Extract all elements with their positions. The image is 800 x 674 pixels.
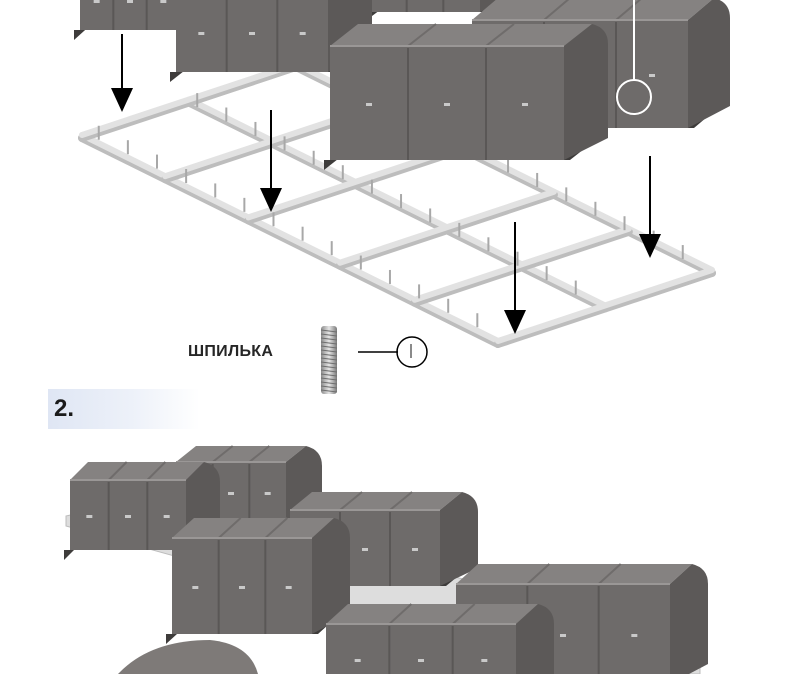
block-bolt-hole (522, 103, 528, 106)
block-bolt-hole (299, 32, 306, 35)
frame-cross-bar (336, 188, 557, 266)
block-groove (485, 23, 515, 47)
block-groove (526, 563, 551, 585)
gravel-patch (118, 640, 258, 674)
frame-cross-bar (495, 267, 715, 344)
block-bolt-hole (163, 515, 170, 518)
block-bolt-hole (249, 32, 255, 35)
stud-label: ШПИЛЬКА (188, 343, 274, 360)
block-groove (264, 517, 289, 539)
block-groove (451, 603, 476, 625)
block-end-cap (312, 518, 350, 634)
down-arrow-icon (111, 34, 133, 112)
block-front-face (326, 624, 516, 674)
block-bolt-hole (481, 659, 488, 662)
frame-cross-bar (411, 225, 632, 303)
block-top-face (456, 564, 692, 584)
down-arrow-icon (639, 156, 661, 258)
block-groove (248, 445, 270, 463)
block-end-cap (440, 492, 478, 586)
threaded-stud-icon (320, 326, 338, 394)
arrows (111, 34, 661, 334)
block-bolt-hole (160, 0, 167, 3)
block-bottom-front (326, 603, 554, 674)
block-groove (339, 491, 363, 511)
block-bolt-hole (412, 548, 418, 551)
down-arrow-icon (504, 222, 526, 334)
stud-callout (320, 326, 428, 394)
block-bolt-hole (362, 548, 368, 551)
block-top-face (176, 446, 306, 462)
block-groove (146, 461, 167, 481)
block-bolt-hole (354, 659, 361, 662)
block-bolt-hole (93, 0, 100, 3)
block-top-face (70, 462, 204, 480)
block-bolt-hole (366, 103, 372, 106)
block-bolt-hole (444, 103, 450, 106)
block-end-cap (670, 564, 708, 674)
block-groove (615, 0, 642, 21)
down-arrow-icon (260, 110, 282, 212)
block-bolt-hole (239, 586, 245, 589)
block-groove (597, 563, 622, 585)
block-bolt-hole (198, 32, 205, 35)
block-groove (389, 491, 413, 511)
block-bolt-hole (127, 0, 133, 3)
block-end-cap (564, 24, 608, 160)
block-end-cap (516, 604, 554, 674)
frame-longitudinal-bar (186, 96, 608, 309)
block-bottom-front-left (166, 517, 350, 644)
block-bolt-hole (264, 492, 271, 495)
block-groove (217, 517, 242, 539)
frame-cross-bar (79, 61, 299, 138)
block-bolt-hole (560, 634, 566, 637)
block-front-face (176, 0, 328, 72)
callout-circle-icon (396, 336, 428, 368)
block-top-face (472, 0, 712, 20)
block-bolt-hole (228, 492, 234, 495)
block-groove (212, 445, 234, 463)
block-top-front (324, 23, 608, 170)
block-bolt-hole (285, 586, 292, 589)
concrete-blocks-step-2 (64, 445, 708, 674)
block-groove (407, 23, 437, 47)
concrete-blocks-step-1 (74, 0, 730, 170)
frame-longitudinal-bar (79, 132, 501, 344)
block-bolt-hole (192, 586, 199, 589)
block-front-face (80, 0, 180, 30)
block-top-face (172, 518, 334, 538)
block-top-face (326, 604, 538, 624)
block-bolt-hole (649, 74, 655, 77)
step-badge: 2. (48, 389, 200, 429)
block-groove (388, 603, 413, 625)
step-number: 2. (54, 395, 75, 422)
block-top-face (290, 492, 462, 510)
block-groove (543, 0, 570, 21)
block-bolt-hole (418, 659, 424, 662)
block-bolt-hole (125, 515, 131, 518)
block-groove (107, 461, 128, 481)
block-bolt-hole (631, 634, 638, 637)
block-top-face (330, 24, 592, 46)
block-bolt-hole (86, 515, 93, 518)
block-front-face (370, 0, 480, 12)
block-end-cap (688, 0, 730, 128)
